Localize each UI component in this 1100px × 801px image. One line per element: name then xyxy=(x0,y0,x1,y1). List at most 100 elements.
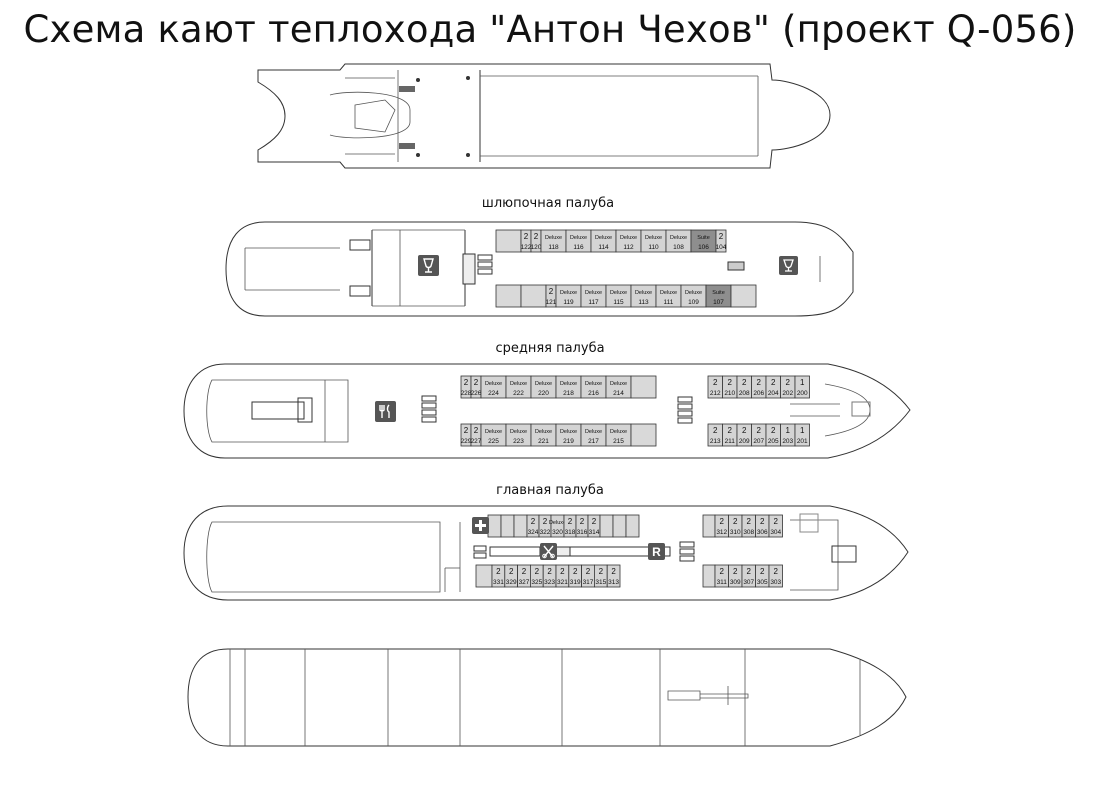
cabin-type-label: Deluxe xyxy=(485,381,502,387)
cabin-number-label: 112 xyxy=(623,244,634,251)
middle-deck-aft-bottom-cabins: 22292227Deluxe225Deluxe223Deluxe221Delux… xyxy=(461,423,657,447)
cabin-number-label: 313 xyxy=(608,579,619,586)
cabin-type-label: 2 xyxy=(543,517,548,526)
medical-cross-icon xyxy=(472,517,489,534)
cabin-type-label: Deluxe xyxy=(585,290,602,296)
cabin-number-label: 115 xyxy=(613,299,624,306)
cabin-type-label: 2 xyxy=(774,517,779,526)
cabin-number-label: 219 xyxy=(563,438,574,445)
cabin-number-label: 224 xyxy=(488,390,499,397)
cabin-type-label: 2 xyxy=(549,287,554,296)
cabin-number-label: 304 xyxy=(770,529,781,536)
cabin-type-label: 2 xyxy=(747,567,752,576)
cabin-type-label: Deluxe xyxy=(549,520,566,526)
cabin-type-label: 2 xyxy=(713,426,718,435)
cabin-type-label: Suite xyxy=(697,235,710,241)
cabin-number-label: 221 xyxy=(538,438,549,445)
cabin-type-label: Deluxe xyxy=(585,381,602,387)
main-deck-outline xyxy=(183,505,909,601)
cabin-type-label: 1 xyxy=(800,378,805,387)
cabin-blank xyxy=(487,514,502,538)
cabin-number-label: 107 xyxy=(713,299,724,306)
cabin-type-label: 2 xyxy=(560,567,565,576)
cabin-number-label: 327 xyxy=(519,579,530,586)
cabin-200 xyxy=(794,375,810,399)
cabin-number-label: 104 xyxy=(716,244,727,251)
reception-letter: R xyxy=(652,545,661,559)
middle-deck-outline xyxy=(183,363,911,459)
cabin-number-label: 229 xyxy=(461,438,472,445)
cabin-type-label: 2 xyxy=(733,567,738,576)
middle-deck-aft-top-cabins: 22282226Deluxe224Deluxe222Deluxe220Delux… xyxy=(461,375,657,399)
cabin-number-label: 312 xyxy=(716,529,727,536)
cabin-type-label: 2 xyxy=(774,567,779,576)
cabin-number-label: 122 xyxy=(521,244,532,251)
cabin-blank xyxy=(612,514,627,538)
cabin-number-label: 111 xyxy=(664,299,674,306)
cabin-type-label: Deluxe xyxy=(510,429,527,435)
cabin-blank xyxy=(495,284,522,308)
cabin-number-label: 206 xyxy=(753,390,764,397)
cabin-type-label: 2 xyxy=(535,567,540,576)
cabin-blank xyxy=(702,564,716,588)
cabin-number-label: 318 xyxy=(565,529,576,536)
cabin-type-label: Deluxe xyxy=(620,235,637,241)
cabin-number-label: 223 xyxy=(513,438,524,445)
cabin-number-label: 309 xyxy=(730,579,741,586)
cabin-number-label: 307 xyxy=(743,579,754,586)
cabin-type-label: 2 xyxy=(524,232,529,241)
fork-knife-icon xyxy=(375,401,396,422)
cabin-blank xyxy=(500,514,515,538)
cabin-type-label: 2 xyxy=(742,426,747,435)
cabin-type-label: Deluxe xyxy=(610,429,627,435)
cabin-number-label: 114 xyxy=(598,244,609,251)
cabin-type-label: 2 xyxy=(496,567,501,576)
cabin-number-label: 109 xyxy=(688,299,699,306)
cabin-type-label: Deluxe xyxy=(610,381,627,387)
cabin-type-label: 2 xyxy=(757,426,762,435)
cabin-type-label: 2 xyxy=(760,517,765,526)
cabin-blank xyxy=(730,284,757,308)
cabin-number-label: 201 xyxy=(797,438,808,445)
cabin-blank xyxy=(520,284,547,308)
cabin-type-label: 2 xyxy=(592,517,597,526)
cabin-number-label: 117 xyxy=(588,299,599,306)
middle-deck-label: средняя палуба xyxy=(495,341,605,356)
cabin-blank xyxy=(625,514,640,538)
cabin-type-label: 2 xyxy=(547,567,552,576)
cabin-type-label: 2 xyxy=(760,567,765,576)
cabin-number-label: 213 xyxy=(710,438,721,445)
hold-outline xyxy=(187,648,907,747)
cabin-number-label: 317 xyxy=(583,579,594,586)
cabin-number-label: 120 xyxy=(531,244,542,251)
cabin-number-label: 216 xyxy=(588,390,599,397)
cabin-number-label: 108 xyxy=(673,244,684,251)
boat-deck-top-cabins: 21222120Deluxe118Deluxe116Deluxe114Delux… xyxy=(495,229,727,253)
cabin-type-label: Deluxe xyxy=(660,290,677,296)
sun-deck xyxy=(257,63,831,169)
cabin-number-label: 204 xyxy=(768,390,779,397)
cabin-type-label: 2 xyxy=(522,567,527,576)
cabin-type-label: 2 xyxy=(599,567,604,576)
cabin-number-label: 116 xyxy=(573,244,584,251)
cabin-type-label: Deluxe xyxy=(535,429,552,435)
cabin-number-label: 119 xyxy=(563,299,574,306)
cabin-type-label: Deluxe xyxy=(560,381,577,387)
cabin-number-label: 205 xyxy=(768,438,779,445)
cabin-type-label: 2 xyxy=(747,517,752,526)
cabin-number-label: 200 xyxy=(797,390,808,397)
cabin-number-label: 210 xyxy=(724,390,735,397)
cabin-number-label: 306 xyxy=(757,529,768,536)
cabin-type-label: 2 xyxy=(713,378,718,387)
cabin-number-label: 315 xyxy=(595,579,606,586)
cabin-type-label: Deluxe xyxy=(645,235,662,241)
middle-deck: 22282226Deluxe224Deluxe222Deluxe220Delux… xyxy=(183,363,911,459)
cabin-number-label: 319 xyxy=(570,579,581,586)
cabin-type-label: 2 xyxy=(534,232,539,241)
boat-deck-bottom-cabins: 2121Deluxe119Deluxe117Deluxe115Deluxe113… xyxy=(495,284,757,308)
cabin-type-label: 2 xyxy=(719,232,724,241)
